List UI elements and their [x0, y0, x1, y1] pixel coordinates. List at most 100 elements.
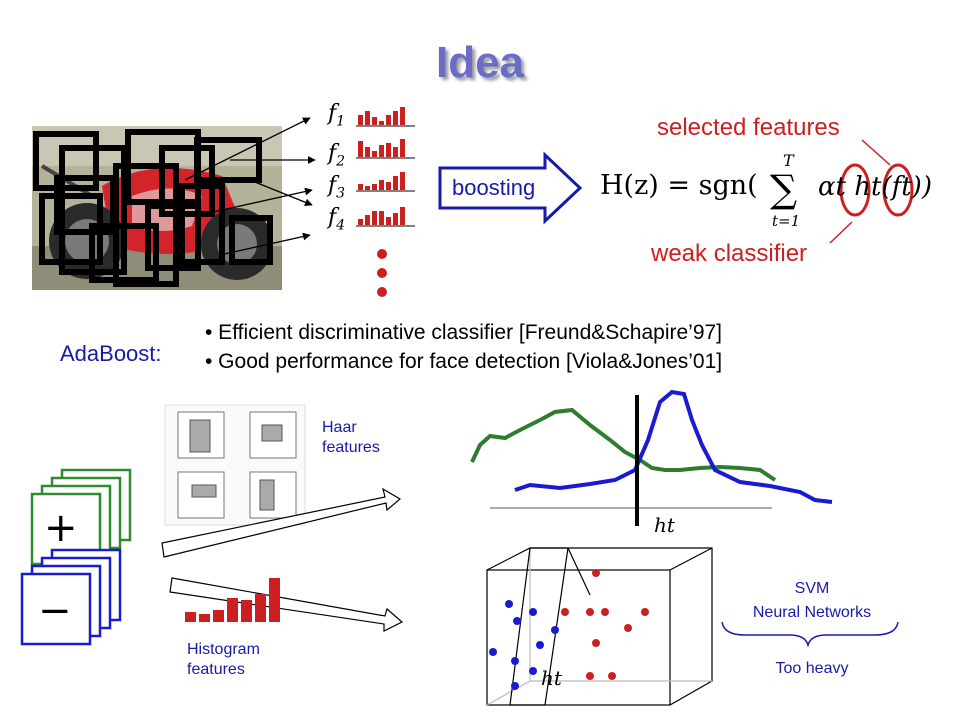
feature-label-1: f1: [328, 101, 346, 130]
feature-hist-bar: [386, 217, 391, 225]
feature-hist-bar: [400, 107, 405, 125]
feature-label-3: f3: [328, 173, 346, 202]
dot: [377, 268, 387, 278]
feature-hist-bar: [365, 147, 370, 157]
selected-features-label: selected features: [657, 114, 840, 141]
cube-threshold-label: ht: [541, 666, 562, 690]
negative-sample-point: [536, 641, 544, 649]
motorcycle-image: [32, 126, 282, 290]
histogram-features-label: Histogram features: [187, 641, 260, 678]
plus-symbol: +: [44, 505, 78, 551]
positive-sample-point: [561, 608, 569, 616]
feature-hist-bar: [393, 176, 398, 190]
haar-features-label: Haar features: [322, 419, 380, 456]
selected-features-pointer: [861, 139, 891, 166]
feature-hist-bar: [386, 115, 391, 125]
plot-threshold-label: ht: [654, 513, 675, 537]
feature-label-4: f4: [328, 205, 346, 234]
positive-sample-point: [592, 569, 600, 577]
adaboost-label: AdaBoost:: [60, 341, 162, 366]
positive-sample-point: [608, 672, 616, 680]
brace: [721, 621, 899, 648]
positive-sample-point: [641, 608, 649, 616]
feature-hist-bar: [372, 211, 377, 225]
dot: [377, 287, 387, 297]
green-curve: [470, 407, 777, 482]
haar-features-image: [164, 404, 306, 526]
feature-hist-bar: [365, 215, 370, 225]
formula-lhs: H(z) = sgn(: [600, 170, 758, 201]
positive-sample-point: [601, 608, 609, 616]
feature-hist-bar: [386, 182, 391, 190]
feature-hist-bar: [379, 180, 384, 190]
feature-arrows: [184, 117, 316, 256]
feature-hist-bar: [379, 145, 384, 157]
feature-hist-bar: [400, 172, 405, 190]
feature-hist-bar: [400, 139, 405, 157]
sum-symbol: ∑: [770, 167, 798, 211]
histogram-feature-bar: [269, 578, 280, 622]
feature-hist-bar: [386, 143, 391, 157]
feature-space-cube: [486, 547, 713, 706]
formula-sum-bottom: t=1: [772, 212, 801, 230]
negative-sample-point: [505, 600, 513, 608]
feature-hist-bar: [393, 213, 398, 225]
feature-hist-bar: [379, 211, 384, 225]
negative-stack: [20, 548, 122, 646]
svm-label: SVM: [794, 580, 830, 597]
haar-arrow: [161, 487, 402, 558]
feature-label-2: f2: [328, 141, 346, 170]
feature-hist-bar: [400, 207, 405, 225]
boosting-label: boosting: [452, 175, 536, 200]
feature-hist-bar: [358, 184, 363, 190]
feature-hist-bar: [372, 151, 377, 157]
too-heavy-label: Too heavy: [775, 660, 849, 677]
feature-hist-bar: [358, 141, 363, 157]
feature-hist-bar: [365, 111, 370, 125]
positive-sample-point: [624, 624, 632, 632]
feature-hist-bar: [379, 121, 384, 125]
nn-label: Neural Networks: [752, 604, 872, 621]
histogram-feature-bar: [185, 612, 196, 622]
negative-sample-point: [511, 657, 519, 665]
boosting-arrow: [438, 151, 583, 225]
dot: [377, 249, 387, 259]
formula-sum-top: T: [783, 151, 794, 170]
negative-sample-point: [489, 648, 497, 656]
feature-hist-bar: [358, 115, 363, 125]
bullet-item: • Good performance for face detection [V…: [205, 350, 723, 373]
histogram-feature-bar: [241, 600, 252, 622]
feature-hist-bar: [372, 184, 377, 190]
feature-hist-bar: [365, 186, 370, 190]
positive-sample-point: [586, 672, 594, 680]
weak-classifier-pointer: [829, 221, 853, 244]
negative-sample-point: [529, 608, 537, 616]
positive-sample-point: [592, 639, 600, 647]
distribution-plot: [470, 389, 833, 526]
negative-sample-point: [529, 667, 537, 675]
formula-terms: αt ht(ft)): [818, 172, 932, 202]
page-title: Idea: [435, 38, 525, 87]
feature-hist-bar: [372, 117, 377, 125]
histogram-feature-bar: [255, 594, 266, 622]
feature-hist-bar: [358, 219, 363, 225]
boosting-formula: H(z) = sgn(: [600, 170, 758, 201]
feature-hist-bar: [393, 147, 398, 157]
bullet-item: • Efficient discriminative classifier [F…: [205, 321, 723, 344]
negative-sample-point: [551, 626, 559, 634]
histogram-feature-bar: [213, 610, 224, 622]
weak-classifier-ellipse: [839, 163, 871, 217]
histogram-arrow: [169, 577, 404, 632]
positive-sample-point: [586, 608, 594, 616]
blue-curve: [514, 389, 833, 504]
weak-classifier-label: weak classifier: [651, 240, 808, 267]
bullet-list: • Efficient discriminative classifier [F…: [205, 318, 722, 376]
minus-symbol: −: [38, 588, 72, 634]
histogram-feature-bar: [227, 598, 238, 622]
negative-sample-point: [511, 682, 519, 690]
histogram-feature-bar: [199, 614, 210, 622]
feature-hist-bar: [393, 111, 398, 125]
selected-feature-ellipse: [882, 163, 914, 217]
negative-sample-point: [513, 617, 521, 625]
